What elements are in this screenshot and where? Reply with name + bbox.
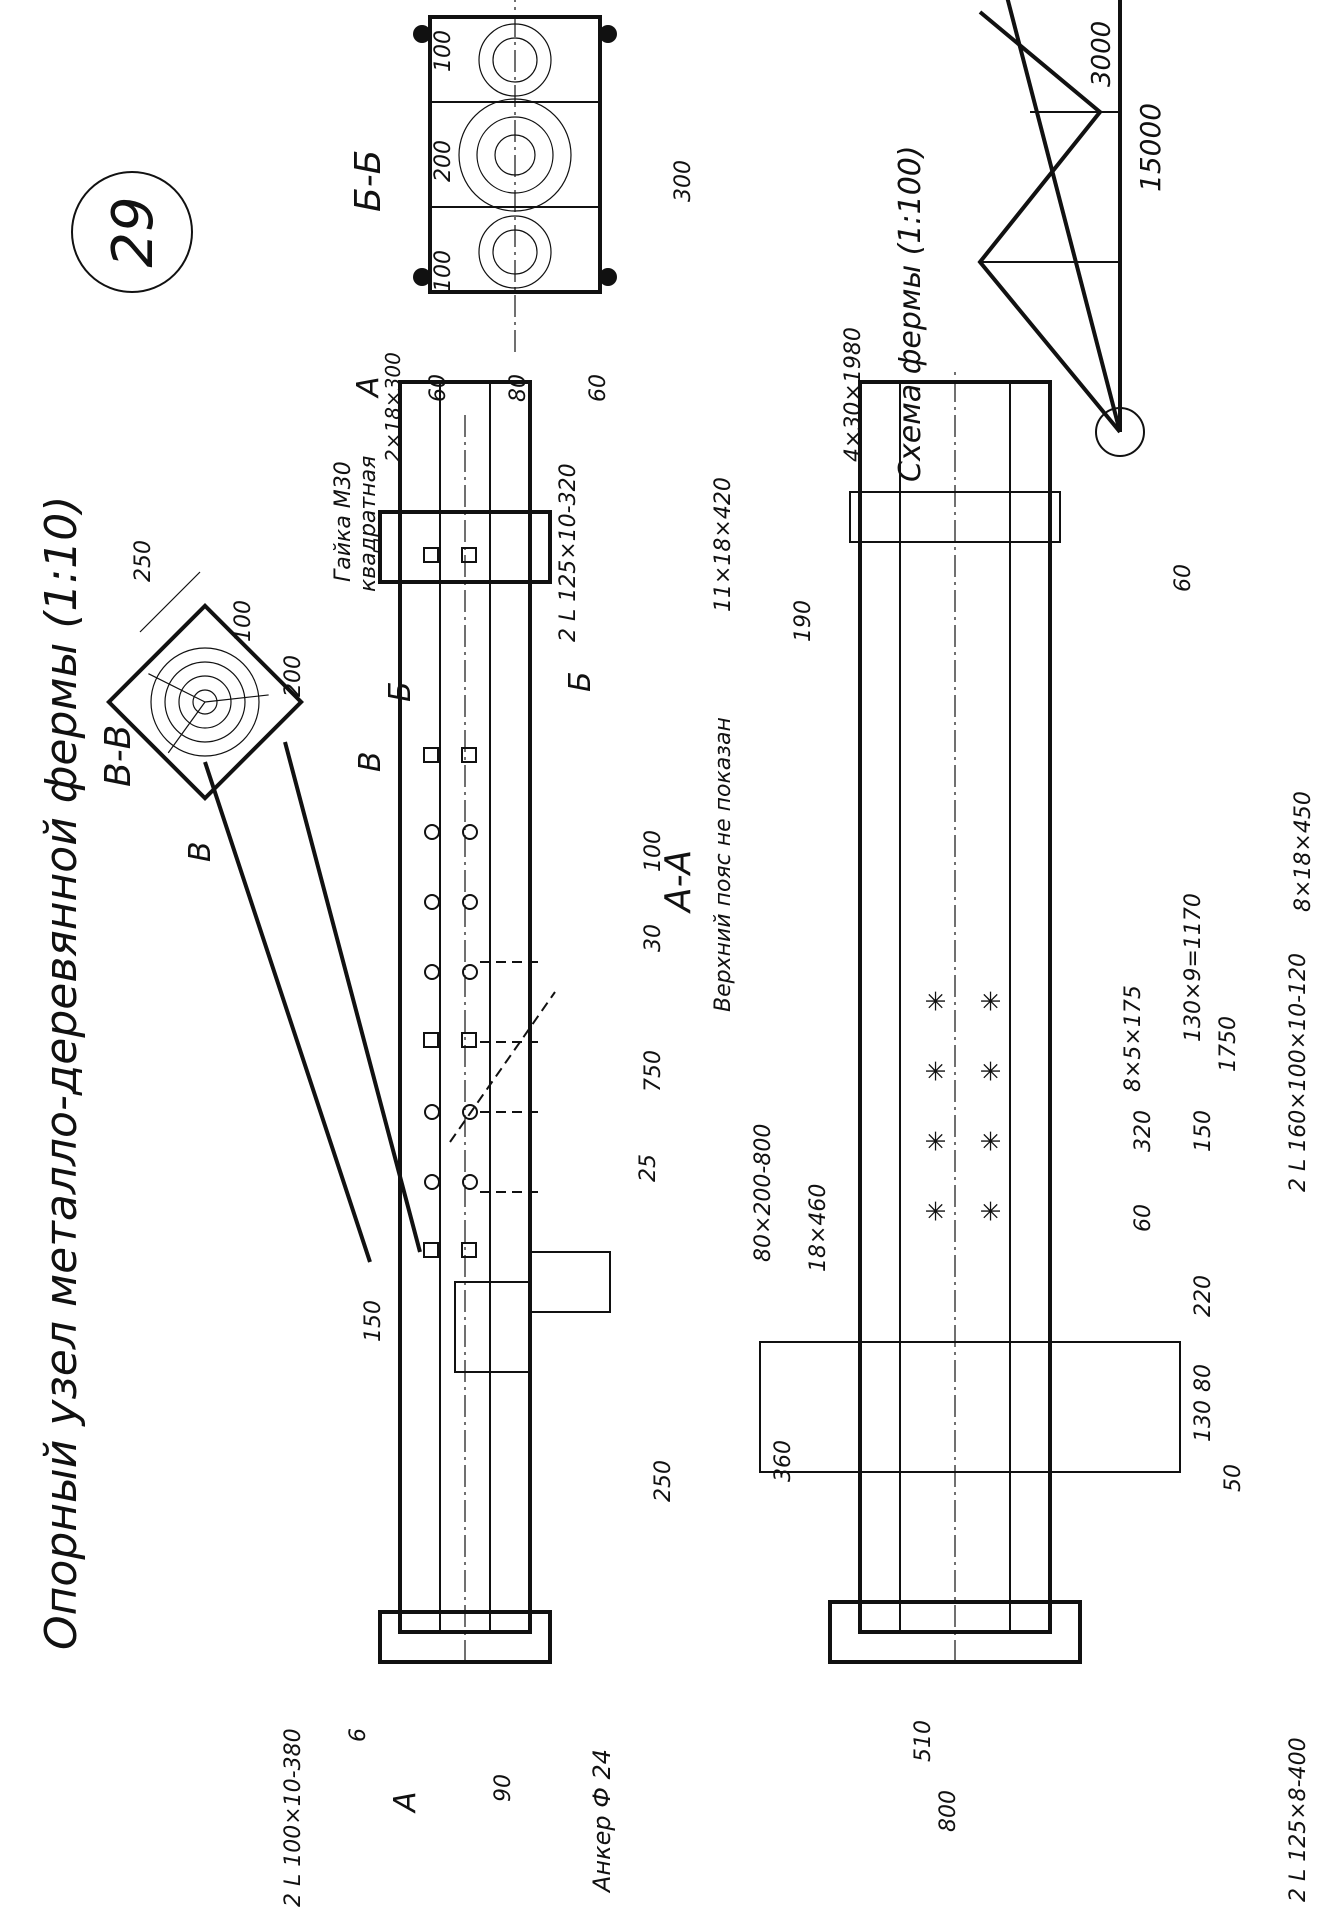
- cut-b-left: Б: [383, 681, 418, 702]
- scheme-height: 3000: [1087, 21, 1117, 87]
- section-b-b-label: Б-Б: [348, 150, 389, 212]
- bolt-row: [423, 547, 478, 1258]
- section-a-a-label: А-А: [658, 850, 699, 914]
- v-v-timber-square: [106, 603, 304, 801]
- label-angle-125x8: 2 L 125×8-400: [1286, 1737, 1311, 1902]
- dim-60-aa-top: 60: [1171, 564, 1196, 592]
- label-plate-4x30x1980: 4×30×1980: [841, 327, 866, 462]
- dim-1170-aa: 130×9=1170: [1181, 893, 1206, 1042]
- dim-80-aa: 80: [1191, 1364, 1216, 1392]
- dim-6-elev: 6: [346, 1728, 371, 1742]
- section-a-a: А-А Верхний пояс не показан ✳ ✳ ✳ ✳ ✳ ✳ ✳ ✳ …: [658, 327, 1316, 1902]
- dim-190-aa: 190: [791, 600, 816, 642]
- svg-text:✳: ✳: [977, 990, 1007, 1012]
- dim-80-bb: 80: [506, 374, 531, 402]
- truss-diagonals: [977, 10, 1122, 434]
- dim-50-aa: 50: [1221, 1464, 1246, 1492]
- a-a-top-plate: [849, 491, 1061, 543]
- label-nut: Гайка М30: [331, 461, 356, 582]
- section-v-v-label: В-В: [98, 725, 139, 787]
- support-bearing: [529, 1251, 611, 1313]
- svg-text:✳: ✳: [977, 1200, 1007, 1222]
- dim-750-elev: 750: [641, 1050, 666, 1092]
- dim-100-elev: 100: [231, 600, 256, 642]
- end-plate: [378, 1610, 552, 1664]
- cut-a-lower: А: [388, 1791, 423, 1814]
- dim-250-vv: 250: [131, 540, 156, 582]
- dim-90-elev: 90: [491, 1774, 516, 1802]
- dim-510-aa: 510: [911, 1720, 936, 1762]
- svg-text:✳: ✳: [922, 1060, 952, 1082]
- label-plate-2x18x300: 2×18×300: [381, 352, 405, 462]
- dim-60-aa: 60: [1131, 1204, 1156, 1232]
- label-angle-125x10: 2 L 125×10-320: [556, 463, 581, 642]
- dim-220-aa: 220: [1191, 1275, 1216, 1317]
- dim-130-aa: 130: [1191, 1400, 1216, 1442]
- dim-250-elev: 250: [651, 1460, 676, 1502]
- dim-320-aa: 320: [1131, 1110, 1156, 1152]
- dim-1750-aa: 1750: [1216, 1016, 1241, 1072]
- svg-text:✳: ✳: [922, 1200, 952, 1222]
- dim-200-vv: 200: [281, 655, 306, 697]
- dim-30-elev: 30: [641, 924, 666, 952]
- label-plate-11x18x420: 11×18×420: [711, 477, 736, 612]
- dim-200-bb: 200: [431, 140, 456, 182]
- a-a-base-plate: [759, 1341, 1181, 1473]
- svg-text:✳: ✳: [977, 1130, 1007, 1152]
- truss-scheme-title: Схема фермы (1:100): [893, 145, 928, 482]
- section-b-b: Б-Б 100 200 100 300 60 80 60 200: [348, 0, 696, 402]
- svg-text:✳: ✳: [922, 990, 952, 1012]
- dim-360-aa: 360: [771, 1440, 796, 1482]
- dim-60-bb-2: 60: [586, 374, 611, 402]
- label-plate-18x460: 18×460: [806, 1184, 831, 1272]
- svg-text:✳: ✳: [977, 1060, 1007, 1082]
- section-v-v: В-В 250 200: [98, 540, 306, 801]
- cut-a-upper: А: [351, 376, 386, 399]
- label-anchor: Анкер Ф 24: [588, 1749, 616, 1894]
- sheet-number-badge: 29: [71, 171, 193, 293]
- label-angle-100x10: 2 L 100×10-380: [281, 1728, 306, 1907]
- sheet-number: 29: [101, 196, 166, 267]
- section-a-a-note: Верхний пояс не показан: [711, 717, 736, 1012]
- cut-v-left: В: [183, 841, 218, 862]
- scheme-span: 15000: [1134, 103, 1167, 192]
- truss-scheme: Схема фермы (1:100) 15000 3000: [893, 0, 1167, 482]
- a-a-end-plate: [828, 1600, 1082, 1664]
- label-bolt-8x5x175: 8×5×175: [1121, 985, 1146, 1092]
- dim-100-bb-1: 100: [431, 250, 456, 292]
- drawing-title: Опорный узел металло-деревянной фермы (1…: [36, 496, 87, 1650]
- top-chord-upper-edge: [203, 761, 372, 1263]
- dim-60-bb-1: 60: [426, 374, 451, 402]
- dim-150-aa: 150: [1191, 1110, 1216, 1152]
- elevation-view: А А Б Б В В Гайка М30 квадратная 2×18×30…: [183, 352, 676, 1907]
- svg-text:✳: ✳: [922, 1130, 952, 1152]
- dim-100-bb-2: 100: [431, 30, 456, 72]
- dim-100-elev-2: 100: [641, 830, 666, 872]
- cut-b-right: Б: [563, 671, 598, 692]
- label-plate-8x18x450: 8×18×450: [1291, 791, 1316, 912]
- dim-25-elev: 25: [636, 1154, 661, 1182]
- label-nut-type: квадратная: [356, 456, 381, 592]
- dim-800-aa: 800: [936, 1790, 961, 1832]
- cut-v-right: В: [353, 751, 388, 772]
- label-angle-160x100: 2 L 160×100×10-120: [1286, 953, 1311, 1192]
- dim-300-bb: 300: [671, 160, 696, 202]
- gusset-plate: [378, 510, 552, 584]
- dim-150-elev: 150: [361, 1300, 386, 1342]
- a-a-bolt-grid: ✳ ✳ ✳ ✳ ✳ ✳ ✳ ✳: [922, 990, 1007, 1222]
- support-plate: [454, 1281, 531, 1373]
- label-plate-80x200x800: 80×200-800: [751, 1124, 776, 1262]
